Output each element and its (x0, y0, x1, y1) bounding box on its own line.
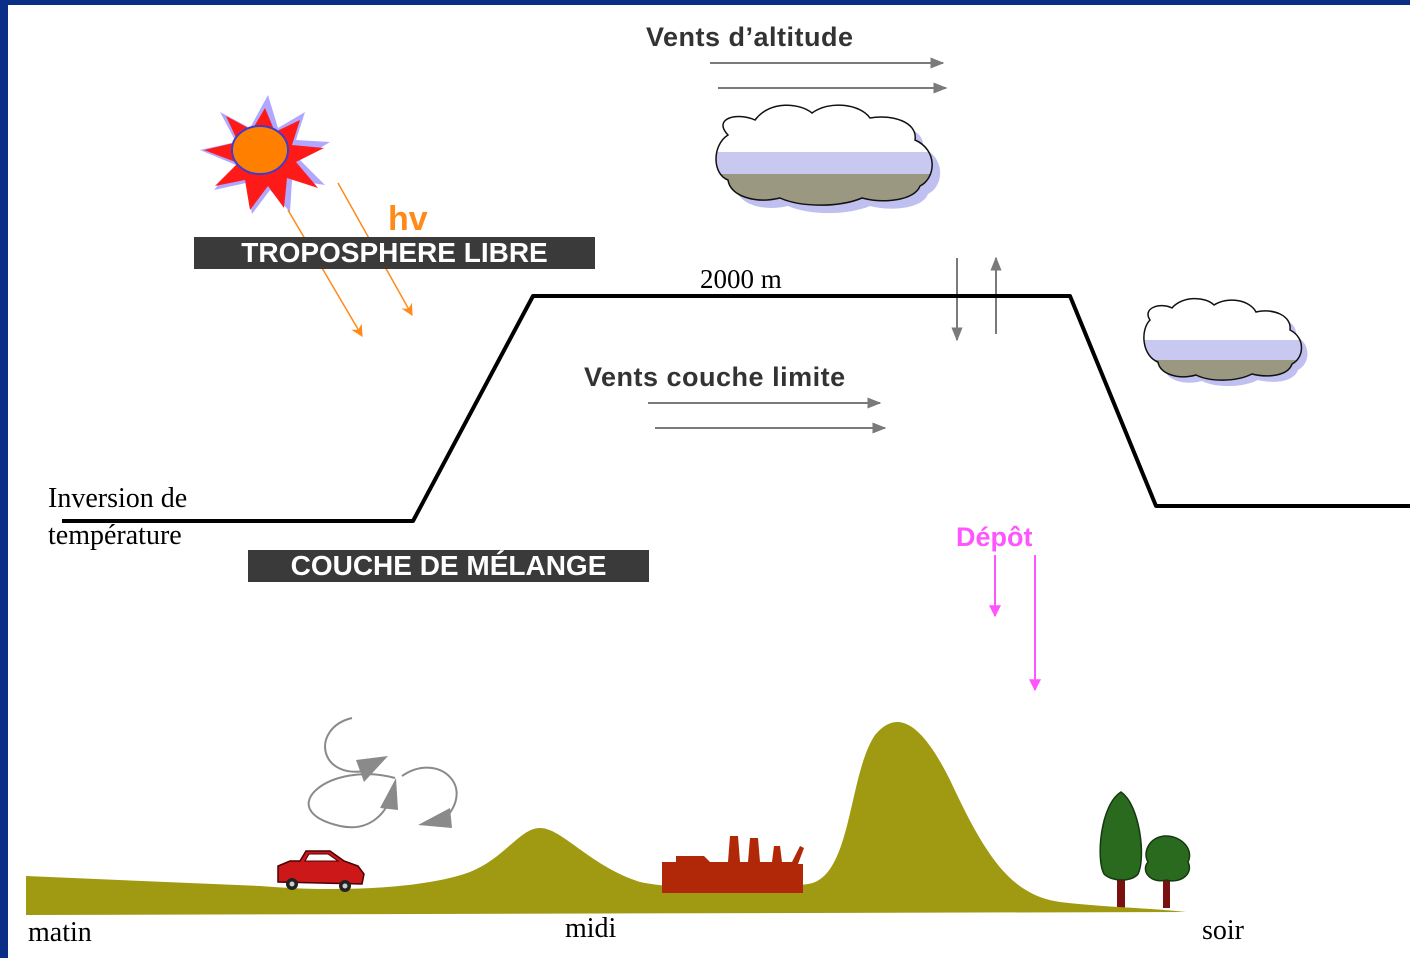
diagram-canvas (26, 57, 1410, 915)
mixing-layer-label: COUCHE DE MÉLANGE (248, 550, 649, 582)
deposit-label: Dépôt (956, 522, 1033, 552)
deposition-arrows (989, 555, 1041, 692)
free-troposphere-label: TROPOSPHERE LIBRE (194, 237, 595, 269)
turbulence-swirl-icon (307, 717, 458, 829)
evening-label: soir (1202, 915, 1244, 946)
altitude-wind-arrows (710, 57, 948, 94)
boundary-layer-profile (62, 294, 1410, 523)
car-icon (277, 850, 365, 892)
hv-label: hv (388, 200, 428, 238)
diagram-frame: Vents d’altitude Vents couche limite hv … (8, 5, 1410, 958)
altitude-winds-label: Vents d’altitude (646, 22, 854, 52)
vertical-exchange-arrows (951, 256, 1002, 342)
tree-icon (1099, 791, 1191, 908)
factory-icon (662, 836, 804, 893)
small-cloud-icon (1143, 297, 1308, 387)
morning-label: matin (28, 917, 92, 948)
inversion-label-line2: température (48, 520, 182, 551)
boundary-wind-arrows (648, 397, 887, 434)
inversion-label-line1: Inversion de (48, 483, 188, 514)
boundary-winds-label: Vents couche limite (584, 362, 846, 392)
noon-label: midi (565, 913, 617, 944)
ground-terrain (26, 722, 1186, 915)
sun-icon (200, 95, 330, 214)
cloud-icon (715, 104, 941, 214)
altitude-2000-label: 2000 m (700, 264, 782, 294)
